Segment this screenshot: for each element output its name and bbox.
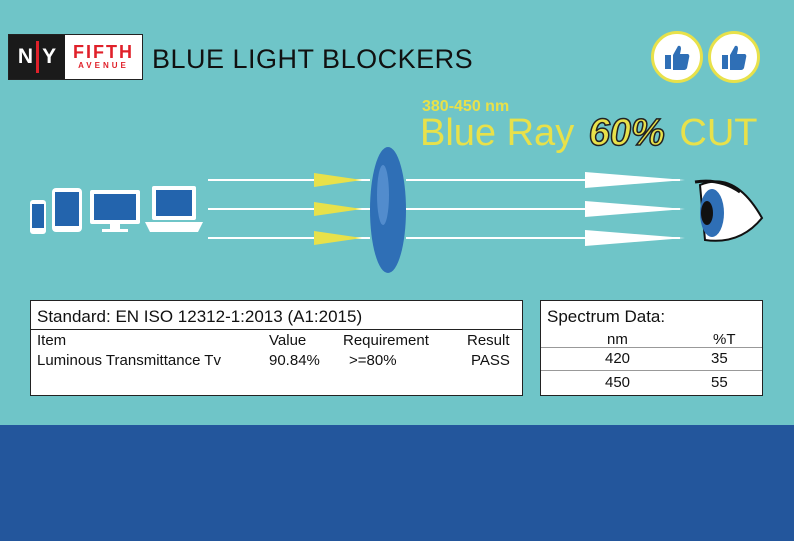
thumbs-badge-1 [651, 31, 703, 83]
logo-ny-block: N Y [9, 35, 65, 79]
logo-subword: AVENUE [78, 61, 129, 70]
thumbs-up-icon [722, 45, 747, 70]
thumbs-up-icon [665, 45, 690, 70]
brand-logo: N Y FIFTH AVENUE [8, 34, 143, 80]
phone-icon [30, 200, 46, 234]
spectrum-divider [541, 370, 762, 371]
incoming-rays [208, 173, 370, 245]
spectrum-title: Spectrum Data: [547, 307, 666, 326]
thumbs-badge-2 [708, 31, 760, 83]
header-item: Item [37, 332, 67, 349]
standard-title: Standard: EN ISO 12312-1:2013 (A1:2015) [37, 307, 363, 326]
row-item: Luminous Transmittance Tv [37, 352, 221, 369]
headline-prefix: Blue Ray [420, 112, 575, 154]
row-requirement: >=80% [349, 352, 397, 369]
spectrum-nm-1: 420 [605, 350, 631, 367]
laptop-icon [145, 186, 203, 232]
page-title: BLUE LIGHT BLOCKERS [152, 44, 474, 74]
row-result: PASS [471, 352, 510, 369]
spectrum-t-1: 35 [711, 350, 728, 367]
row-value: 90.84% [269, 352, 320, 369]
lens-icon [370, 147, 406, 273]
monitor-icon [90, 190, 140, 232]
outgoing-rays [406, 172, 685, 246]
logo-divider [36, 41, 40, 73]
blue-light-diagram [30, 147, 764, 273]
spectrum-nm-2: 450 [605, 374, 631, 391]
header-result: Result [467, 332, 510, 349]
headline-suffix: CUT [679, 112, 758, 154]
logo-wordmark: FIFTH AVENUE [65, 35, 142, 79]
header-requirement: Requirement [343, 332, 429, 349]
tablet-icon [52, 188, 82, 232]
standard-table: Standard: EN ISO 12312-1:2013 (A1:2015) … [30, 300, 523, 396]
spectrum-table: Spectrum Data: nm %T 420 35 450 55 [540, 300, 763, 396]
headline-percent: 60% [588, 111, 666, 155]
logo-letter-y: Y [42, 45, 57, 68]
spectrum-t-2: 55 [711, 374, 728, 391]
eye-icon [694, 179, 764, 242]
spectrum-divider [541, 347, 762, 348]
table-divider [31, 329, 522, 330]
wavelength-range: 380-450 nm [422, 98, 510, 115]
headline: Blue Ray 60% CUT [420, 111, 758, 155]
bottom-band [0, 425, 794, 541]
logo-word: FIFTH [73, 42, 134, 62]
spectrum-header-t: %T [713, 331, 736, 348]
logo-letter-n: N [17, 45, 34, 68]
spectrum-header-nm: nm [607, 331, 628, 348]
header-value: Value [269, 332, 307, 349]
